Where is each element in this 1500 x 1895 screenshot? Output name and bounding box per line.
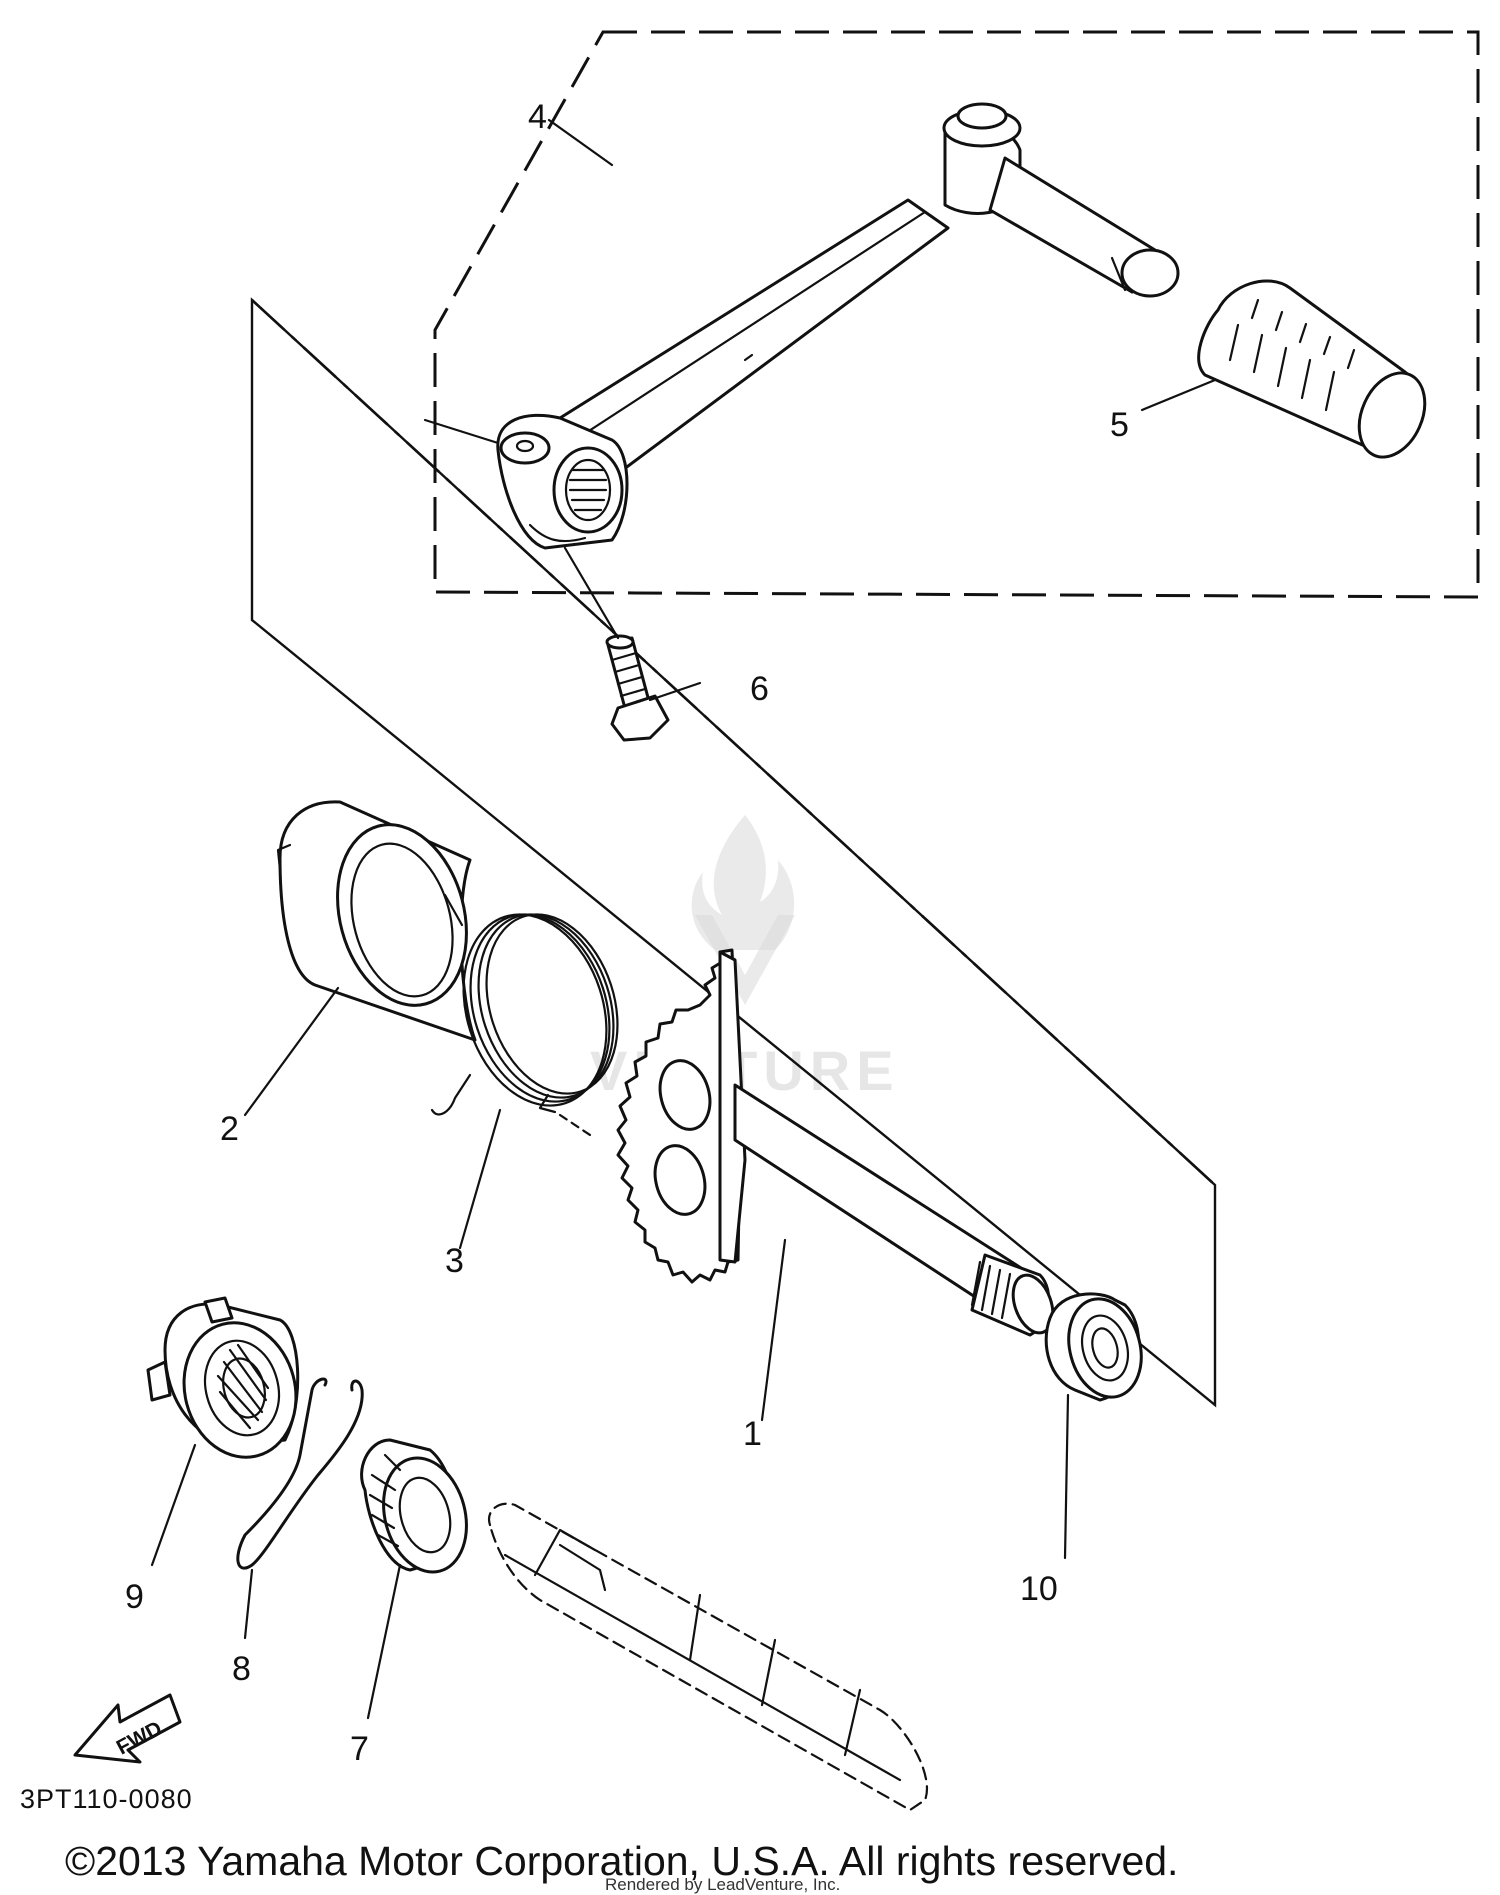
axis-line [251, 299, 1216, 1186]
diagram-code: 3PT110-0080 [20, 1784, 193, 1814]
ratchet-gear [146, 1296, 300, 1459]
retaining-clip [236, 1377, 364, 1570]
callouts: 4 5 6 2 3 1 10 9 8 7 [125, 98, 1129, 1768]
leader-lines [150, 118, 1217, 1720]
callout-8: 8 [232, 1650, 251, 1688]
watermark-v-icon [695, 915, 795, 1005]
kick-cover [276, 800, 477, 1042]
callout-1: 1 [743, 1415, 762, 1453]
kick-grip [1197, 279, 1427, 459]
watermark-flame-icon [691, 815, 795, 950]
callout-3: 3 [445, 1242, 464, 1280]
kick-shaft [616, 948, 1055, 1337]
rendered-by-notice: Rendered by LeadVenture, Inc. [605, 1875, 840, 1894]
callout-9: 9 [125, 1578, 144, 1616]
oil-seal [1044, 1292, 1143, 1402]
callout-10: 10 [1020, 1570, 1058, 1608]
assembly-box-4 [433, 30, 1480, 599]
copyright-notice: ©2013 Yamaha Motor Corporation, U.S.A. A… [65, 1838, 1178, 1884]
callout-7: 7 [350, 1730, 369, 1768]
fwd-arrow-icon: FWD [73, 1693, 182, 1764]
return-spring [430, 913, 619, 1137]
kick-crank-lever [496, 102, 1180, 550]
callout-2: 2 [220, 1110, 239, 1148]
pinion-gear [360, 1438, 468, 1574]
pinch-bolt [605, 634, 670, 742]
callout-5: 5 [1110, 406, 1129, 444]
callout-4: 4 [528, 98, 547, 136]
callout-6: 6 [750, 670, 769, 708]
watermark: VENTURE [590, 815, 894, 1102]
output-shaft-reference [487, 1502, 928, 1812]
